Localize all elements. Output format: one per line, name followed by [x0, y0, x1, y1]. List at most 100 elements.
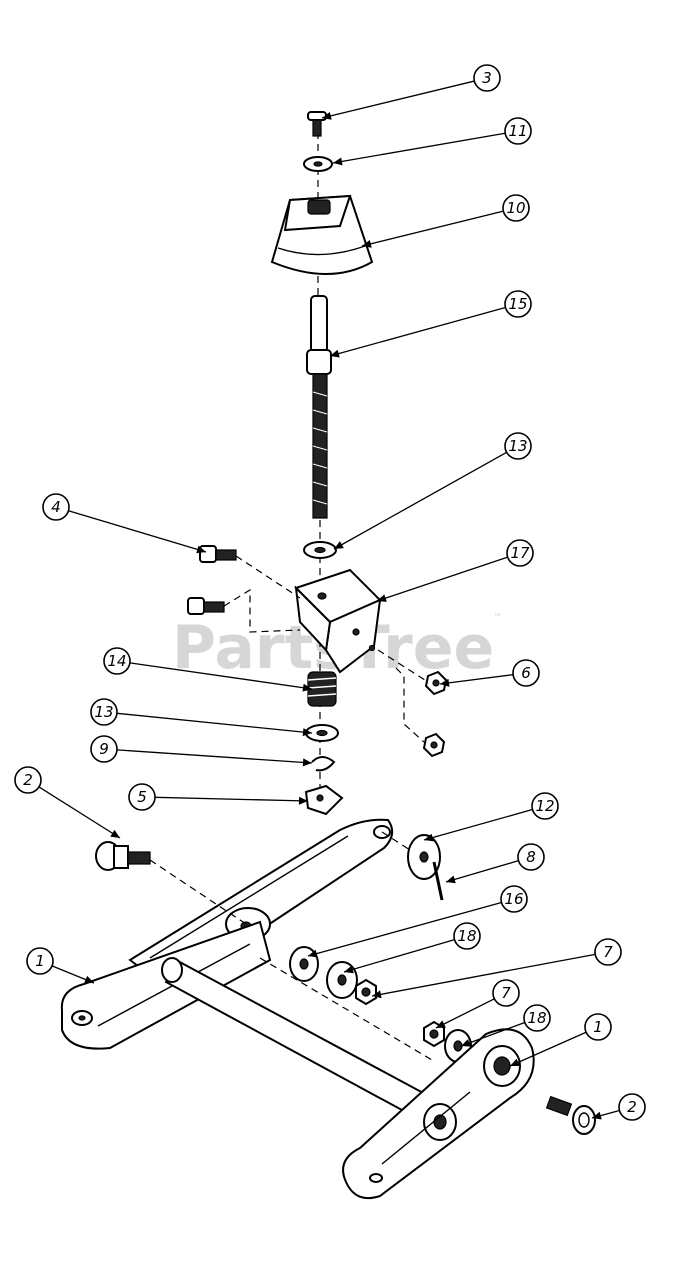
- callout-label: 13: [94, 703, 113, 721]
- part-11-washer: [303, 156, 333, 172]
- callout-circle: [504, 117, 532, 145]
- part-7-nut-lower: [423, 1020, 445, 1048]
- nut-path-upper: [377, 649, 429, 683]
- callout-arrowhead: [330, 349, 340, 358]
- callout-9: 9: [90, 735, 313, 767]
- callout-arrowhead: [461, 1039, 471, 1047]
- callout-4: 4: [42, 493, 207, 554]
- callout-circle: [506, 539, 534, 567]
- callout-circle: [128, 783, 156, 811]
- part-9-clip: [311, 756, 336, 772]
- callout-1-right: 1: [509, 1013, 612, 1067]
- callout-circle: [504, 432, 532, 460]
- callout-leader: [445, 860, 519, 883]
- callout-15: 15: [329, 290, 532, 358]
- part-5-block: [304, 784, 344, 816]
- callout-5: 5: [128, 783, 309, 811]
- watermark-trademark: ™: [493, 613, 502, 623]
- callout-circle: [512, 659, 540, 687]
- callout-arrowhead: [322, 111, 332, 120]
- callout-label: 7: [603, 943, 613, 961]
- callout-13-upper: 13: [333, 432, 532, 550]
- callout-arrowhead: [302, 758, 312, 767]
- part-2-shoulder-bolt-right: [545, 1095, 596, 1135]
- callout-arrowhead: [308, 949, 318, 958]
- callout-label: 14: [107, 652, 126, 670]
- callout-10: 10: [361, 194, 530, 248]
- callout-18-upper: 18: [343, 922, 481, 974]
- callout-leader: [329, 306, 506, 357]
- callout-leader: [116, 712, 313, 734]
- callout-label: 5: [137, 788, 147, 806]
- part-6-nut-upper: [424, 670, 448, 696]
- callout-11: 11: [332, 117, 532, 166]
- part-17-bracket: [294, 568, 382, 674]
- callout-arrowhead: [372, 990, 382, 999]
- part-7-nut-upper: [355, 978, 377, 1006]
- callout-17: 17: [376, 539, 534, 602]
- callout-label: 2: [23, 771, 33, 789]
- callout-label: 3: [482, 69, 492, 87]
- callout-leader: [439, 674, 514, 685]
- callout-circle: [14, 766, 42, 794]
- callout-circle: [523, 1004, 551, 1032]
- callout-label: 18: [457, 927, 476, 945]
- callout-label: 4: [51, 498, 61, 516]
- callout-arrowhead: [362, 239, 372, 248]
- callout-circle: [90, 698, 118, 726]
- callout-7-lower: 7: [435, 979, 520, 1029]
- callout-leader: [460, 1021, 526, 1047]
- callout-leader: [361, 210, 504, 247]
- callout-circle: [42, 493, 70, 521]
- callout-arrowhead: [298, 796, 308, 805]
- bolt-path-lower: [223, 588, 301, 633]
- callout-arrowhead: [196, 545, 206, 554]
- callout-circle: [90, 735, 118, 763]
- part-13-washer-upper: [303, 541, 337, 559]
- callout-label: 2: [627, 1098, 637, 1116]
- part-1-arm-right: [342, 1028, 535, 1200]
- callout-leader: [154, 796, 309, 802]
- callout-label: 7: [501, 984, 511, 1002]
- callout-arrowhead: [110, 829, 120, 838]
- callout-circle: [103, 647, 131, 675]
- callout-leader: [423, 808, 533, 841]
- callout-leader: [307, 901, 502, 957]
- bolt-path-upper: [235, 555, 301, 599]
- part-2-shoulder-bolt-left: [95, 841, 151, 871]
- callout-14: 14: [103, 647, 313, 692]
- callout-arrowhead: [302, 728, 312, 737]
- callout-circle: [453, 922, 481, 950]
- callout-arrowhead: [436, 1020, 446, 1028]
- callout-2-left: 2: [14, 766, 121, 839]
- callout-circle: [492, 979, 520, 1007]
- callout-label: 8: [526, 848, 536, 866]
- part-12-washer: [407, 834, 441, 880]
- callout-13-lower: 13: [90, 698, 313, 737]
- part-15-threaded-shaft: [306, 295, 332, 519]
- callout-label: 9: [99, 740, 109, 758]
- part-6-nut-lower: [422, 732, 446, 758]
- callout-circle: [618, 1093, 646, 1121]
- callout-12: 12: [423, 792, 559, 842]
- callout-circle: [502, 194, 530, 222]
- callout-arrowhead: [334, 541, 344, 549]
- callout-circle: [504, 290, 532, 318]
- callout-label: 12: [535, 797, 554, 815]
- callout-leader: [68, 510, 207, 553]
- callout-leader: [129, 662, 313, 690]
- callout-leader: [332, 132, 506, 164]
- callout-arrowhead: [377, 594, 387, 602]
- callout-18-lower: 18: [460, 1004, 551, 1047]
- callout-leader: [435, 998, 495, 1029]
- callout-label: 1: [593, 1018, 603, 1036]
- callout-label: 11: [508, 122, 527, 140]
- callout-label: 17: [510, 544, 530, 562]
- callout-label: 15: [508, 295, 527, 313]
- callout-leader: [116, 749, 313, 764]
- callout-label: 10: [506, 199, 525, 217]
- callout-arrowhead: [592, 1111, 602, 1120]
- callout-leader: [371, 953, 596, 997]
